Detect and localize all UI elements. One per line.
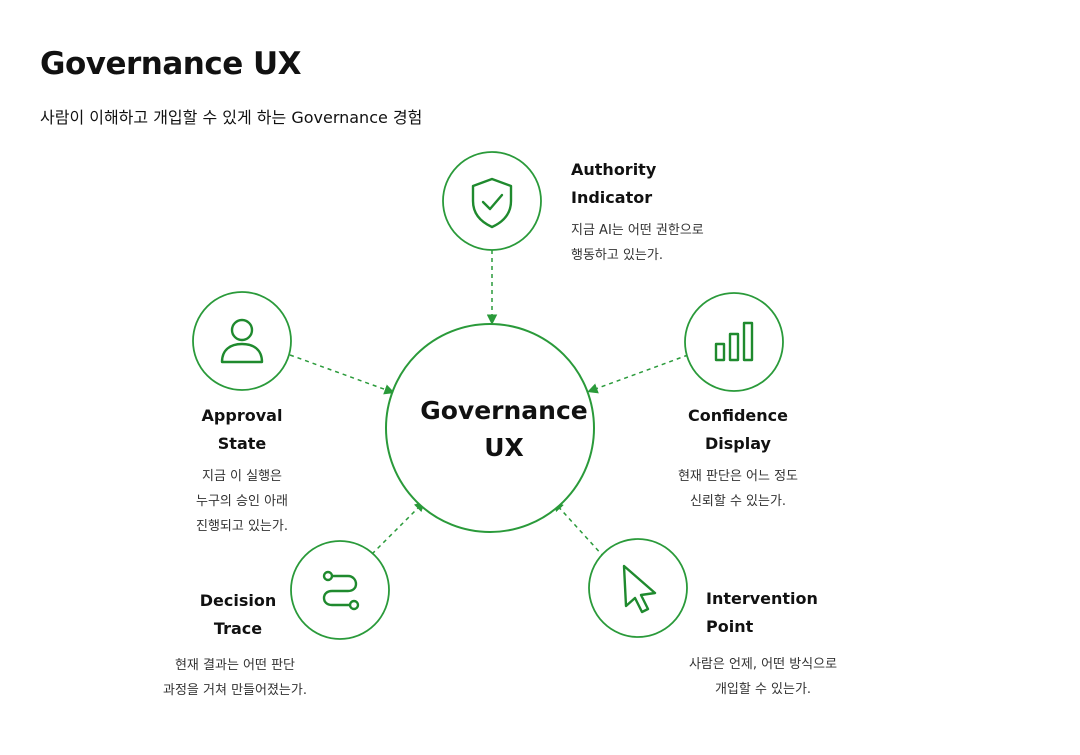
center-label-line1: Governance <box>420 396 588 425</box>
intervention-description: 사람은 언제, 어떤 방식으로 개입할 수 있는가. <box>658 652 868 702</box>
confidence-title-line2: Display <box>705 434 771 453</box>
decision-desc-line2: 과정을 거쳐 만들어졌는가. <box>163 683 307 698</box>
confidence-title: Confidence Display <box>668 402 808 458</box>
page-title: Governance UX <box>40 46 302 82</box>
approval-desc-line3: 진행되고 있는가. <box>196 519 288 534</box>
authority-title-line2: Indicator <box>571 188 653 207</box>
approval-desc-line2: 누구의 승인 아래 <box>196 494 288 509</box>
approval-title: Approval State <box>182 402 302 458</box>
center-label: Governance UX <box>390 392 618 466</box>
decision-title: Decision Trace <box>178 587 298 643</box>
decision-node <box>290 540 390 640</box>
decision-description: 현재 결과는 어떤 판단 과정을 거쳐 만들어졌는가. <box>120 653 350 703</box>
confidence-description: 현재 판단은 어느 정도 신뢰할 수 있는가. <box>653 464 823 514</box>
authority-title: Authority Indicator <box>571 156 656 212</box>
connector-decision <box>371 500 426 555</box>
user-icon <box>220 318 264 364</box>
approval-description: 지금 이 실행은 누구의 승인 아래 진행되고 있는가. <box>162 464 322 539</box>
approval-title-line1: Approval <box>201 406 283 425</box>
intervention-title: Intervention Point <box>706 585 818 641</box>
bar-chart-icon <box>714 321 754 362</box>
authority-desc-line2: 행동하고 있는가. <box>571 248 663 263</box>
route-icon <box>322 570 360 611</box>
cursor-icon <box>622 564 657 614</box>
intervention-node <box>588 538 688 638</box>
connector-intervention <box>552 500 605 558</box>
approval-node <box>192 291 292 391</box>
decision-title-line2: Trace <box>213 619 263 638</box>
confidence-desc-line1: 현재 판단은 어느 정도 <box>677 469 799 484</box>
confidence-desc-line2: 신뢰할 수 있는가. <box>689 494 787 509</box>
intervention-title-line1: Intervention <box>706 589 818 608</box>
authority-description: 지금 AI는 어떤 권한으로 행동하고 있는가. <box>571 218 704 268</box>
authority-title-line1: Authority <box>571 160 657 179</box>
confidence-title-line1: Confidence <box>687 406 788 425</box>
shield-check-icon <box>471 177 513 229</box>
intervention-desc-line2: 개입할 수 있는가. <box>714 682 812 697</box>
authority-desc-line1: 지금 AI는 어떤 권한으로 <box>571 223 704 238</box>
page-subtitle: 사람이 이해하고 개입할 수 있게 하는 Governance 경험 <box>40 108 423 127</box>
intervention-desc-line1: 사람은 언제, 어떤 방식으로 <box>688 657 838 672</box>
approval-desc-line1: 지금 이 실행은 <box>201 469 283 484</box>
authority-node <box>442 151 542 251</box>
connector-approval <box>289 354 395 395</box>
decision-title-line1: Decision <box>199 591 277 610</box>
center-node <box>385 323 595 533</box>
approval-title-line2: State <box>217 434 267 453</box>
center-label-line2: UX <box>484 433 524 462</box>
confidence-node <box>684 292 784 392</box>
connector-confidence <box>587 354 689 394</box>
decision-desc-line1: 현재 결과는 어떤 판단 <box>174 658 296 673</box>
intervention-title-line2: Point <box>706 617 754 636</box>
